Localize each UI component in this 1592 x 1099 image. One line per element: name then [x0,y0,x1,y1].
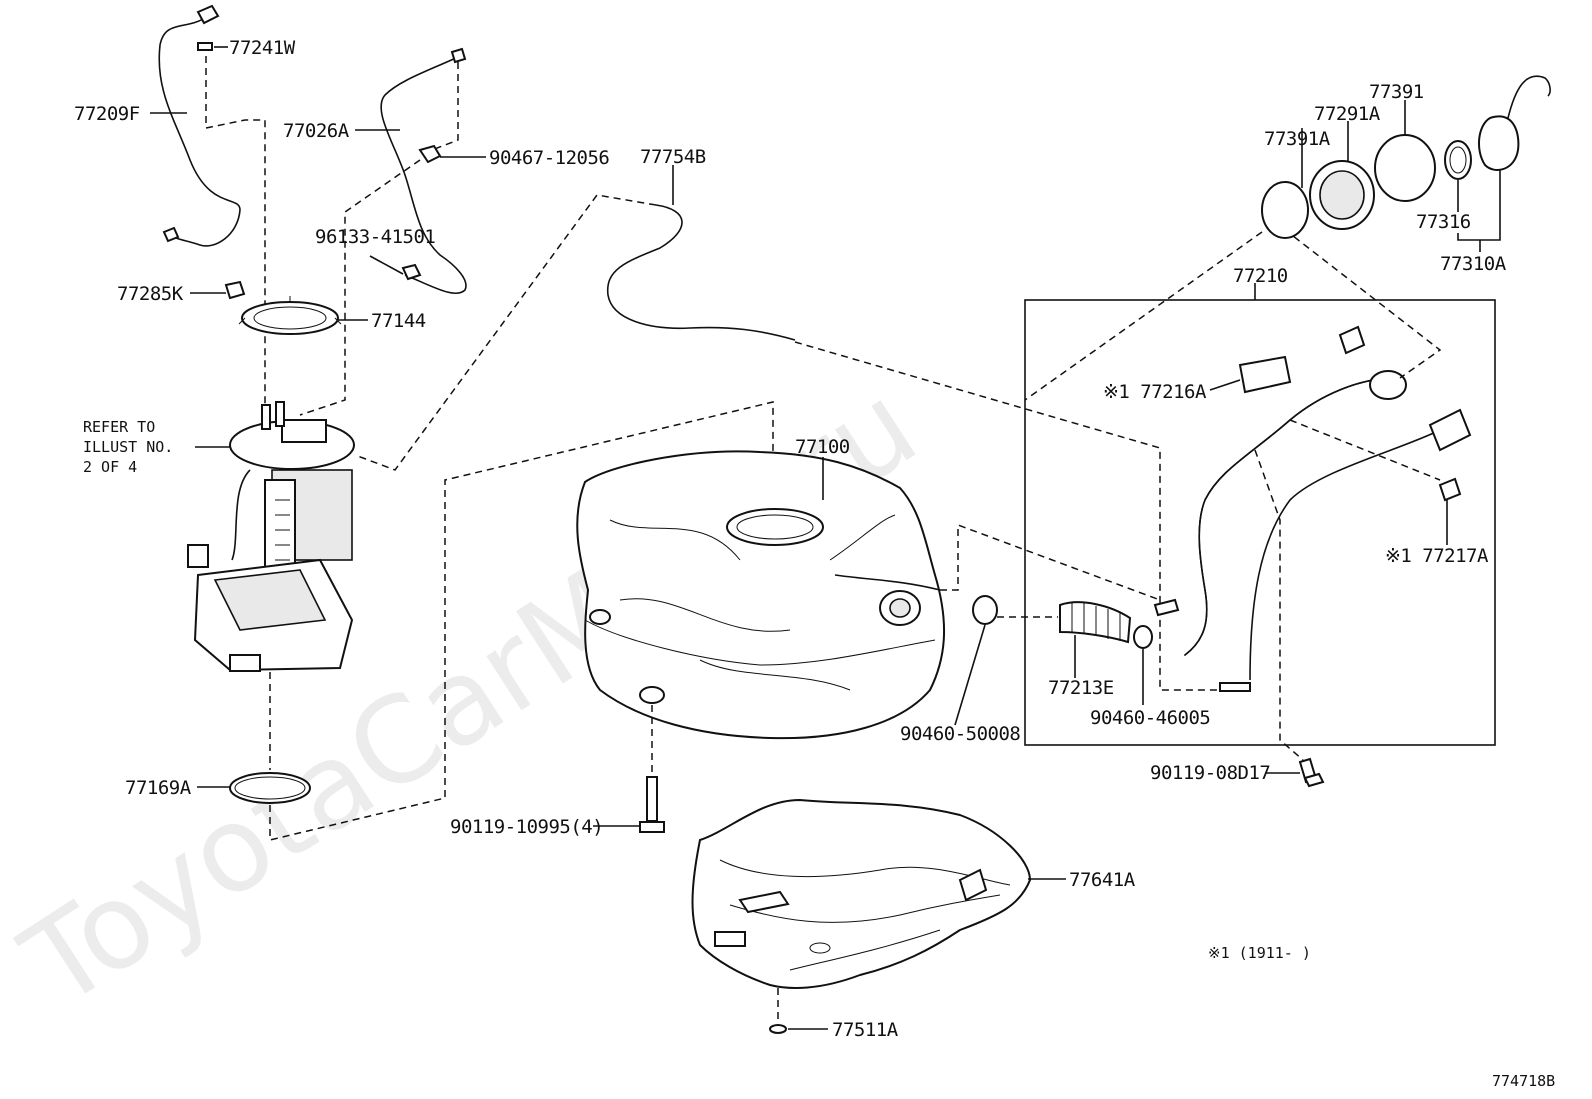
fuel-pump-module [187,401,355,672]
label-77241W: 77241W [229,37,296,59]
label-90467-12056: 90467-12056 [489,147,609,169]
label-77213E: 77213E [1048,677,1114,699]
label-77316: 77316 [1416,211,1471,233]
label-77511A: 77511A [832,1019,899,1041]
clip-96133-41501 [401,263,422,281]
label-77217A: ※1 77217A [1385,545,1489,567]
refer-note-line1: REFER TO [83,418,155,436]
label-77754B: 77754B [640,146,706,168]
part-77285K [224,280,246,300]
grommet-77511A [769,1024,787,1034]
neck-parts [1261,75,1551,239]
label-90460-46005: 90460-46005 [1090,707,1210,729]
label-77210: 77210 [1233,265,1288,287]
label-77310A: 77310A [1440,253,1507,275]
dash-77754B [354,194,657,471]
leader-96133 [369,255,404,275]
clamp-90460-46005 [1133,625,1153,649]
dash-neck-left [1024,231,1263,401]
dash-77754B-filler [794,341,1240,691]
label-90119-08D17: 90119-08D17 [1150,762,1270,784]
refer-note-line2: ILLUST NO. [83,438,173,456]
dash-gasket-tank [269,401,774,841]
label-77100: 77100 [795,436,850,458]
leader-77310A [1457,170,1501,241]
dash-90467 [299,159,421,416]
leader-77216A [1209,379,1241,391]
label-77291A: 77291A [1314,103,1381,125]
label-77169A: 77169A [125,777,192,799]
clip-90467-12056 [418,144,442,164]
dash-tank-clamp [940,523,1161,601]
label-77216A: ※1 77216A [1103,381,1207,403]
dash-neck-right [1274,221,1442,379]
fuel-tank-77100 [576,450,946,740]
dash-77241W [205,56,266,430]
clip-77241W [197,42,213,51]
label-90119-10995: 90119-10995(4) [450,816,603,838]
bolt-90119-10995 [639,776,665,833]
clamp-90460-50008 [972,595,998,625]
bolt-90119-08D17 [1298,757,1325,788]
label-96133-41501: 96133-41501 [315,226,435,248]
label-77391: 77391 [1369,81,1424,103]
hose-77209F [158,4,241,247]
label-90460-50008: 90460-50008 [900,723,1020,745]
hose-77754B [606,204,796,341]
label-77026A: 77026A [283,120,350,142]
label-77144: 77144 [371,310,426,332]
footnote: ※1 (1911- ) [1208,944,1311,962]
gasket-77169A [229,772,311,804]
protector-77641A [691,798,1032,989]
label-77285K: 77285K [117,283,184,305]
ring-77144 [238,296,342,335]
label-77641A: 77641A [1069,869,1136,891]
filler-pipe [1153,325,1472,692]
hose-77213E [1059,601,1132,644]
dash-filler-bolt [1254,449,1304,761]
dash-77026A [431,62,459,151]
label-77391A: 77391A [1264,128,1331,150]
filler-pipe-box [1024,299,1496,746]
figure-code: 774718B [1492,1072,1555,1090]
dash-filler-77217A [1289,419,1441,481]
hose-77026A [380,47,467,295]
label-77209F: 77209F [74,103,140,125]
refer-note-line3: 2 OF 4 [83,458,137,476]
leader-90460-50008 [954,624,986,726]
